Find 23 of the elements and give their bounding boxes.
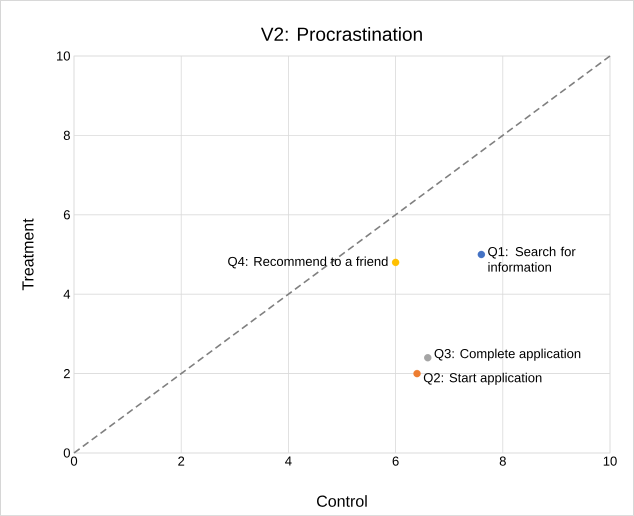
y-tick-label: 6: [64, 210, 70, 220]
point: [413, 370, 421, 378]
point: [392, 258, 400, 266]
y-tick-label: 4: [64, 290, 70, 299]
axis-title: Treatment: [22, 218, 34, 290]
x-tick-label: 4: [285, 456, 292, 466]
series-label: Q4: Recommend to a friend: [228, 256, 388, 268]
point: [424, 354, 432, 362]
y-tick-label: 2: [64, 369, 70, 378]
series-label: Q2: Start application: [424, 372, 542, 385]
series-label: Q3: Complete application: [434, 348, 580, 361]
x-tick-label: 0: [70, 456, 78, 466]
y-tick-label: 8: [64, 130, 70, 140]
point: [478, 250, 486, 258]
y-tick-label: 10: [57, 51, 70, 61]
y-tick-label: 0: [64, 448, 70, 458]
x-tick-label: 8: [500, 456, 506, 466]
chart-title: V2: Procrastination: [260, 27, 422, 41]
series-label: Q1: Search for information: [488, 246, 576, 272]
x-tick-label: 6: [392, 456, 399, 466]
x-tick-label: 10: [604, 456, 617, 466]
axis-title: Control: [317, 495, 367, 507]
x-tick-label: 2: [178, 456, 184, 466]
